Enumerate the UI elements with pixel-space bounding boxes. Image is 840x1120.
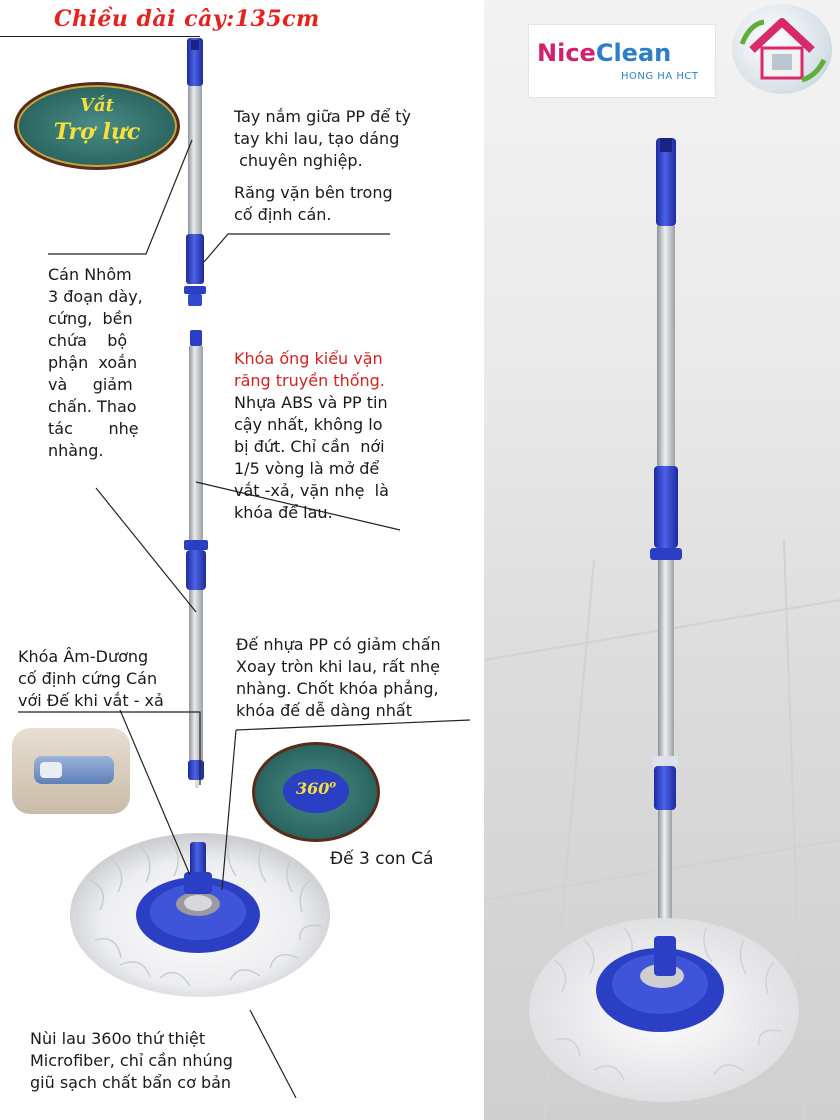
mop-diagram [18,38,471,1099]
badge-line2: Trợ lực [53,119,141,145]
fish-base-badge: 360o [252,742,380,842]
house-icon [732,4,832,94]
badge-line1: Vắt [80,95,114,116]
degree-value: 360 [295,779,330,798]
assist-wring-badge: Vắt Trợ lực [14,82,180,170]
callout-lock: Khóa ống kiểu vặn răng truyền thống. Nhự… [234,349,389,522]
product-photo [484,0,840,1120]
callout-handle: Tay nắm giữa PP để tỳ tay khi lau, tạo d… [234,107,411,170]
degree-disc: 360o [283,769,349,813]
upper-pole-segment [184,38,206,306]
title-underline [0,36,200,37]
callout-fish-base: Đế 3 con Cá [330,849,434,869]
brand-logo: NiceClean HONG HA HCT [528,24,716,98]
coupling-photo [12,728,130,814]
mop-head [70,833,330,997]
length-title: Chiều dài cây:135cm [54,6,320,32]
callout-thread: Răng vặn bên trong cố định cán. [234,183,393,224]
logo-subtitle: HONG HA HCT [621,71,699,82]
callout-aluminum: Cán Nhôm 3 đoạn dày, cứng, bền chứa bộ p… [48,265,143,460]
callout-mop-head: Nùi lau 360o thứ thiệt Microfiber, chỉ c… [30,1029,233,1092]
product-photo-art [484,138,840,1120]
lower-pole-segment [184,330,208,788]
callout-base: Đế nhựa PP có giảm chấn Xoay tròn khi la… [236,635,441,720]
logo-wordmark: NiceClean [537,39,672,67]
callout-yinyang-lock: Khóa Âm-Dương cố định cứng Cán với Đế kh… [18,647,164,710]
degree-sign: o [329,779,337,791]
